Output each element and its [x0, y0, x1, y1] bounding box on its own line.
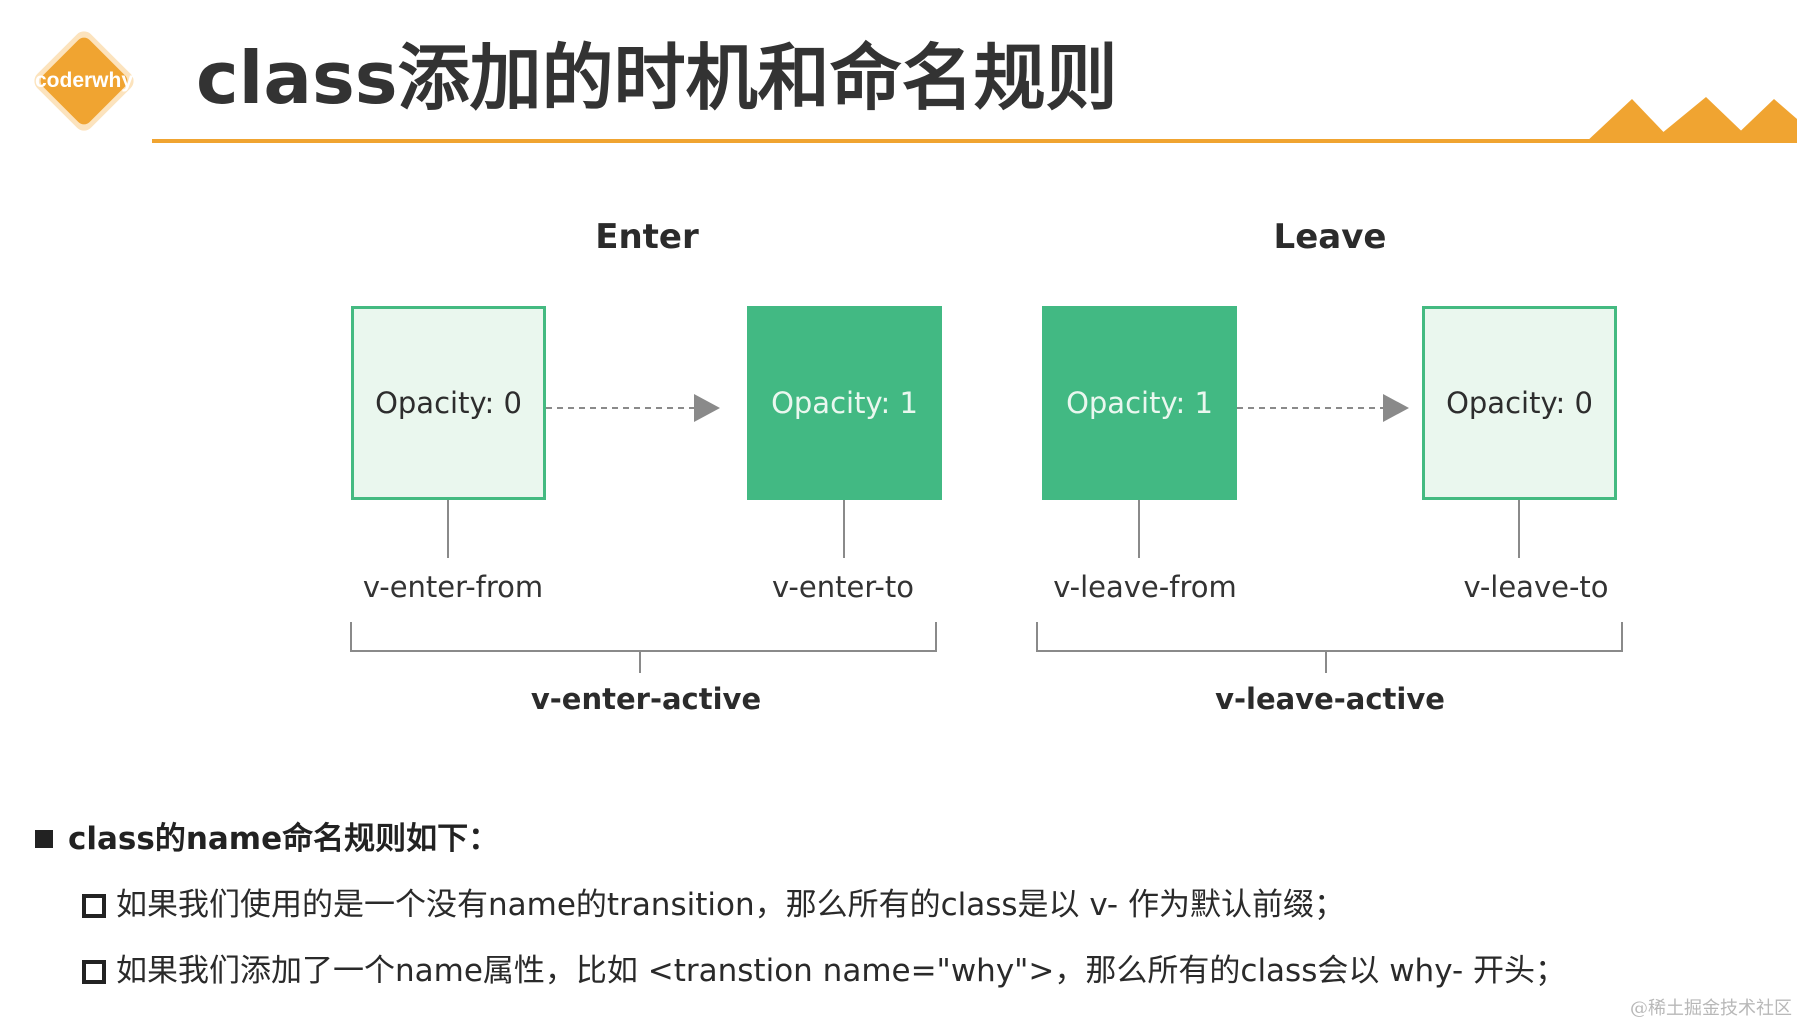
- enter-from-box: Opacity: 0: [351, 306, 546, 500]
- enter-to-box: Opacity: 1: [747, 306, 942, 500]
- enter-arrow-head: [694, 394, 720, 422]
- list-item: 如果我们添加了一个name属性，比如 <transtion name="why"…: [32, 944, 1772, 998]
- leave-active-bracket: [1036, 622, 1623, 652]
- transition-class-diagram: Enter Leave Opacity: 0 Opacity: 1 Opacit…: [350, 217, 1623, 716]
- leave-arrow-head: [1383, 394, 1409, 422]
- watermark: @稀土掘金技术社区: [1630, 998, 1792, 1019]
- mountain-decoration-3: [1728, 99, 1797, 143]
- header-underline: [152, 139, 1797, 143]
- naming-rules-heading-text: class的name命名规则如下：: [68, 821, 500, 857]
- mountain-decoration-2: [1650, 97, 1754, 143]
- naming-rules-heading: class的name命名规则如下：: [32, 812, 1772, 866]
- naming-rules-list: class的name命名规则如下： 如果我们使用的是一个没有name的trans…: [32, 812, 1772, 998]
- enter-active-bracket: [350, 622, 937, 652]
- list-item-text: 如果我们添加了一个name属性，比如 <transtion name="why"…: [116, 953, 1567, 989]
- coderwhy-logo: coderwhy: [25, 22, 143, 140]
- enter-heading: Enter: [595, 217, 699, 257]
- leave-active-class-label: v-leave-active: [1215, 682, 1445, 716]
- leave-to-class-label: v-leave-to: [1463, 570, 1609, 604]
- hollow-square-bullet-icon: [82, 960, 106, 984]
- leave-heading: Leave: [1273, 217, 1387, 257]
- page-title: class添加的时机和命名规则: [196, 36, 1118, 120]
- list-item-text: 如果我们使用的是一个没有name的transition，那么所有的class是以…: [116, 887, 1345, 923]
- diagram-connectors: [350, 394, 1623, 673]
- leave-from-class-label: v-leave-from: [1053, 570, 1237, 604]
- enter-active-class-label: v-enter-active: [530, 682, 762, 716]
- leave-to-box: Opacity: 0: [1422, 306, 1617, 500]
- leave-from-box: Opacity: 1: [1042, 306, 1237, 500]
- list-item: 如果我们使用的是一个没有name的transition，那么所有的class是以…: [32, 878, 1772, 932]
- logo-diamond-shape: [34, 31, 134, 131]
- header-underline-mountains: [152, 97, 1797, 143]
- hollow-square-bullet-icon: [82, 894, 106, 918]
- logo-text: coderwhy: [34, 69, 134, 92]
- mountain-decoration-1: [1585, 99, 1674, 143]
- enter-from-class-label: v-enter-from: [362, 570, 544, 604]
- enter-to-class-label: v-enter-to: [772, 570, 914, 604]
- filled-square-bullet-icon: [35, 830, 53, 848]
